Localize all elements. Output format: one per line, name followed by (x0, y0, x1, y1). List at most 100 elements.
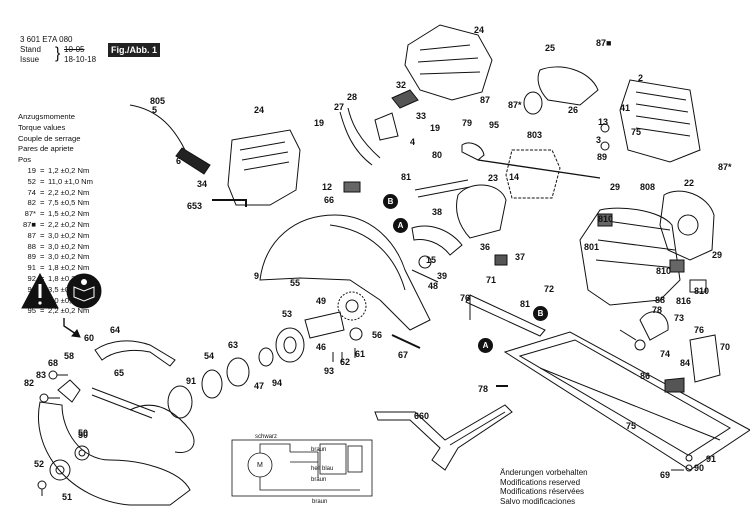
wire-label-braun-3: braun (312, 499, 328, 505)
torque-row: 19=1,2 ±0,2 Nm (18, 166, 93, 177)
torque-row: 87*=1,5 ±0,2 Nm (18, 209, 93, 220)
callout-15: 15 (426, 255, 437, 265)
callout-70: 70 (720, 342, 731, 352)
callout-56: 56 (372, 330, 383, 340)
callout-53: 53 (282, 309, 293, 319)
ref-badge-b-2: B (533, 306, 548, 321)
callout-78-b: 78 (478, 384, 489, 394)
callout-14: 14 (509, 172, 520, 182)
ref-badge-b-1: B (383, 194, 398, 209)
callout-6: 6 (176, 156, 182, 166)
callout-54: 54 (204, 351, 215, 361)
torque-pos: 74 (27, 187, 36, 197)
callout-75-b: 75 (626, 421, 637, 431)
callout-12: 12 (322, 182, 333, 192)
callout-46: 46 (316, 342, 327, 352)
issue-value: 18-10-18 (64, 55, 97, 64)
callout-23: 23 (488, 173, 499, 183)
callout-810-b: 810 (656, 266, 672, 276)
callout-75-a: 75 (631, 127, 642, 137)
callout-61: 61 (355, 349, 366, 359)
callout-27: 27 (334, 102, 345, 112)
callout-89: 89 (597, 152, 608, 162)
torque-value: 3,0 ±0,2 Nm (48, 230, 90, 240)
callout-36: 36 (480, 242, 491, 252)
callout-81-b: 81 (520, 299, 531, 309)
callout-24: 24 (474, 25, 485, 35)
callout-65: 65 (114, 368, 125, 378)
torque-value: 11,0 ±1,0 Nm (48, 176, 93, 186)
callout-91-a: 91 (186, 376, 197, 386)
callout-66: 66 (324, 195, 335, 205)
torque-row: 74=2,2 ±0,2 Nm (18, 188, 93, 199)
callout-78-a: 78 (652, 305, 663, 315)
torque-pos: 95 (27, 306, 36, 316)
torque-equals: = (40, 187, 45, 197)
callout-19-b: 19 (430, 123, 441, 133)
callout-24-b: 24 (254, 105, 265, 115)
callout-33: 33 (416, 111, 427, 121)
callout-805: 805 (150, 96, 166, 106)
callout-87star-b: 87* (718, 162, 732, 172)
ref-badge-a-2: A (478, 338, 493, 353)
motor-symbol: M (257, 462, 263, 469)
callout-50-a: 50 (78, 430, 89, 440)
note-en: Modifications reserved (500, 477, 581, 487)
torque-equals: = (40, 219, 45, 229)
callout-37: 37 (515, 252, 526, 262)
callout-4: 4 (410, 137, 416, 147)
torque-title-en: Torque values (18, 122, 66, 132)
callout-79: 79 (462, 118, 473, 128)
torque-title-es: Pares de apriete (18, 144, 74, 154)
torque-value: 3,0 ±0,2 Nm (48, 241, 90, 251)
callout-67: 67 (398, 350, 409, 360)
callout-74: 74 (660, 349, 671, 359)
callout-63: 63 (228, 340, 239, 350)
callout-38: 38 (432, 207, 443, 217)
callout-19-a: 19 (314, 118, 325, 128)
motor-housing-left (227, 129, 301, 206)
torque-equals: = (40, 263, 45, 273)
callout-41: 41 (620, 103, 631, 113)
base-plate-shape (503, 331, 750, 471)
callout-25: 25 (545, 43, 556, 53)
callout-49: 49 (316, 296, 327, 306)
torque-value: 3,0 ±0,2 Nm (48, 252, 90, 262)
wire-label-schwarz: schwarz (255, 434, 278, 440)
callout-87sq-top: 87■ (596, 38, 612, 48)
torque-pos: 82 (27, 198, 36, 208)
callout-29-b: 29 (712, 250, 723, 260)
torque-title-pos: Pos (18, 155, 32, 165)
callout-50-b: 50 (78, 428, 89, 438)
callout-87star-a: 87* (508, 100, 522, 110)
stand-label: Stand (20, 45, 41, 54)
torque-row: 88=3,0 ±0,2 Nm (18, 242, 93, 253)
callout-95: 95 (489, 120, 500, 130)
torque-pos: 87■ (22, 219, 36, 229)
callout-62: 62 (340, 357, 351, 367)
callout-87-a: 87 (480, 95, 491, 105)
callout-68: 68 (48, 358, 59, 368)
callout-13: 13 (598, 117, 609, 127)
torque-value: 2,2 ±0,2 Nm (48, 306, 90, 316)
torque-equals: = (40, 176, 45, 186)
callout-84: 84 (680, 358, 691, 368)
torque-equals: = (40, 241, 45, 251)
callout-76-b: 76 (694, 325, 705, 335)
torque-row: 91=1,8 ±0,2 Nm (18, 263, 93, 274)
callout-90: 90 (694, 463, 705, 473)
note-fr: Modifications réservées (500, 487, 585, 497)
callout-808: 808 (640, 182, 656, 192)
issue-label: Issue (20, 55, 40, 64)
stand-value: 10-05 (64, 45, 85, 54)
torque-title-de: Anzugsmomente (18, 112, 75, 121)
torque-row: 87=3,0 ±0,2 Nm (18, 231, 93, 242)
torque-value: 1,8 ±0,2 Nm (48, 273, 90, 283)
callout-73: 73 (674, 313, 685, 323)
torque-title-fr: Couple de serrage (18, 133, 81, 143)
torque-pos: 52 (27, 176, 36, 186)
callout-91-b: 91 (706, 454, 717, 464)
callout-653: 653 (187, 201, 203, 211)
callout-47: 47 (254, 381, 265, 391)
